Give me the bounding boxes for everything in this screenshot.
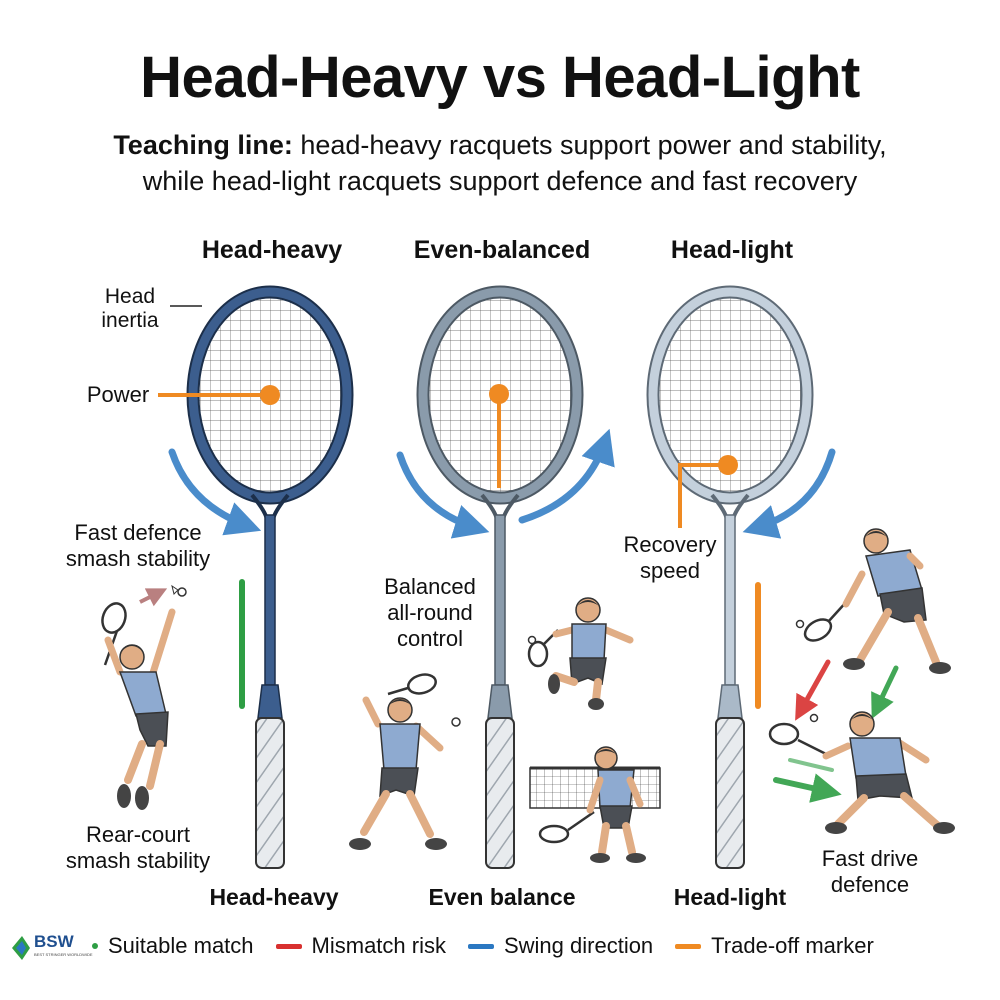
header-head-heavy: Head-heavy [201, 236, 343, 264]
racquet-head-heavy [186, 285, 354, 869]
teaching-line-2: while head-light racquets support defenc… [142, 166, 858, 196]
label-fast-drive-line1: Fast drive [821, 846, 919, 871]
header-head-light: Head-light [670, 236, 794, 264]
label-rear-court-line2: smash stability [65, 848, 211, 873]
legend-swatch-swing [467, 943, 494, 949]
legend-item-suitable: Suitable match [92, 933, 254, 959]
label-balanced-line1: Balanced [384, 574, 476, 599]
player-lunge-illustration [795, 528, 951, 674]
teaching-line-1: Teaching line: head-heavy racquets suppo… [0, 130, 1000, 161]
legend-swatch-tradeoff [675, 943, 702, 949]
label-balanced: Balanced all-round control [360, 574, 500, 652]
bsw-logo-text: BSW [34, 932, 74, 951]
footer-head-light: Head-light [673, 884, 787, 910]
legend-item-mismatch: Mismatch risk [275, 933, 446, 959]
label-recovery-line2: speed [640, 558, 700, 583]
teaching-line-1-text: head-heavy racquets support power and st… [292, 130, 887, 160]
label-rear-court: Rear-court smash stability [46, 822, 230, 874]
label-fast-defence-line1: Fast defence [74, 520, 202, 545]
label-recovery-line1: Recovery [623, 532, 717, 557]
label-fast-defence: Fast defence smash stability [48, 520, 228, 572]
label-head-inertia: Head inertia [90, 285, 170, 333]
teaching-lead: Teaching line: [113, 130, 293, 160]
player-midcourt-illustration [527, 597, 634, 710]
player-balanced-illustration [349, 673, 461, 850]
legend-swatch-suitable [92, 943, 98, 949]
label-power: Power [86, 382, 150, 407]
label-rear-court-line1: Rear-court [86, 822, 190, 847]
player-net-illustration [538, 746, 646, 863]
page-title: Head-Heavy vs Head-Light [140, 45, 860, 110]
player-smash-illustration [101, 584, 187, 810]
bsw-logo-subtext: BEST STRINGER WORLDWIDE [34, 952, 93, 957]
label-head-inertia-line1: Head [104, 285, 156, 308]
racquet-head-light [646, 285, 814, 869]
label-fast-drive: Fast drive defence [800, 846, 940, 898]
label-balanced-line3: control [396, 626, 464, 651]
trade-off-marker-power [158, 385, 280, 405]
bsw-logo: BSW BEST STRINGER WORLDWIDE [8, 928, 93, 968]
legend-label-tradeoff: Trade-off marker [711, 933, 874, 958]
legend-swatch-mismatch [275, 943, 302, 949]
label-fast-drive-line2: defence [830, 872, 910, 897]
legend-item-tradeoff: Trade-off marker [675, 933, 874, 959]
footer-even-balance: Even balance [428, 884, 576, 910]
footer-head-heavy: Head-heavy [209, 884, 339, 910]
player-drive-illustration [768, 659, 955, 834]
trade-off-marker-recovery [678, 455, 738, 528]
label-fast-defence-line2: smash stability [65, 546, 211, 571]
label-head-inertia-line2: inertia [101, 309, 159, 332]
label-recovery: Recovery speed [610, 532, 730, 584]
header-even-balanced: Even-balanced [413, 236, 591, 264]
legend-label-swing: Swing direction [503, 933, 654, 958]
trade-off-marker-balance [489, 384, 509, 488]
label-balanced-line2: all-round [387, 600, 473, 625]
legend: Suitable match Mismatch risk Swing direc… [92, 930, 896, 962]
legend-label-mismatch: Mismatch risk [311, 933, 446, 958]
legend-item-swing: Swing direction [467, 933, 654, 959]
legend-label-suitable: Suitable match [108, 933, 254, 958]
bsw-logo-icon [12, 936, 30, 960]
swing-arrows [168, 428, 836, 539]
